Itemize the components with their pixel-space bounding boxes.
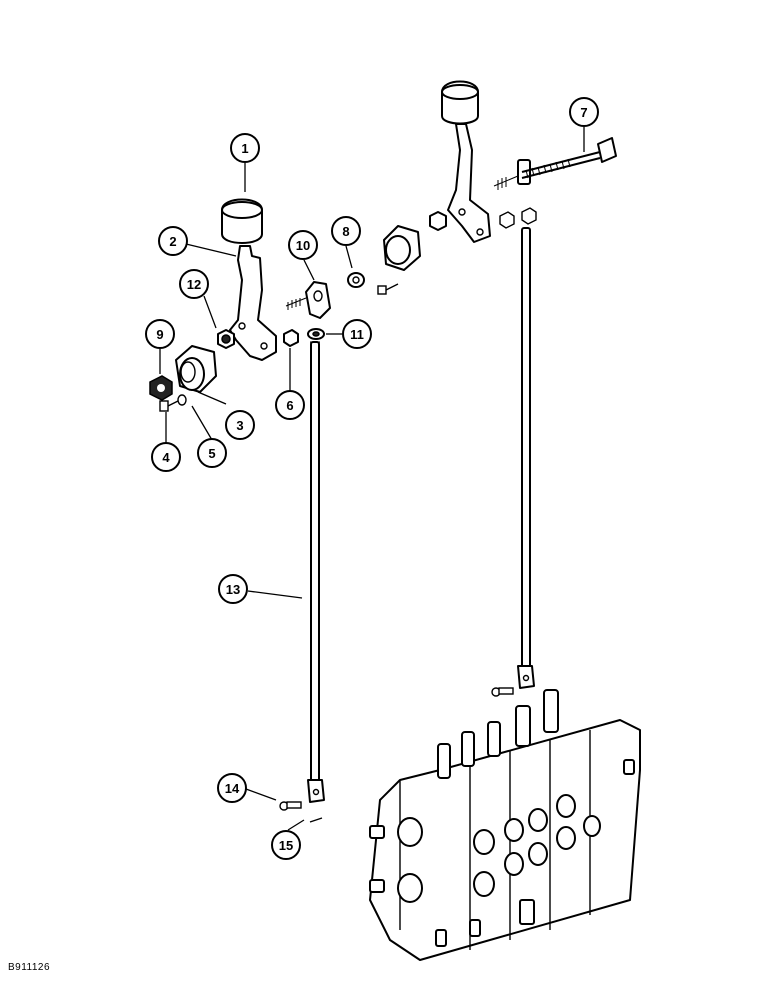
callout-12: 12 bbox=[179, 269, 209, 299]
svg-text:10: 10 bbox=[296, 238, 310, 253]
figure-code: B911126 bbox=[8, 962, 51, 973]
right-control-rod bbox=[517, 227, 535, 689]
svg-text:14: 14 bbox=[225, 781, 240, 796]
callout-10: 10 bbox=[288, 230, 318, 260]
callout-2: 2 bbox=[158, 226, 188, 256]
control-rod bbox=[307, 341, 325, 803]
callout-7: 7 bbox=[569, 97, 599, 127]
svg-text:2: 2 bbox=[169, 234, 176, 249]
right-control-lever bbox=[447, 123, 491, 243]
callout-5: 5 bbox=[197, 438, 227, 468]
callout-4: 4 bbox=[151, 442, 181, 472]
svg-text:15: 15 bbox=[279, 838, 293, 853]
right-lever-knob bbox=[441, 80, 479, 125]
svg-text:5: 5 bbox=[208, 446, 215, 461]
right-pivot-bracket bbox=[383, 225, 421, 271]
callout-1: 1 bbox=[230, 133, 260, 163]
pivot-bracket bbox=[175, 345, 217, 393]
svg-text:7: 7 bbox=[580, 105, 587, 120]
rod-jam-nut bbox=[307, 328, 325, 340]
swivel-block bbox=[285, 281, 331, 319]
clevis-pin bbox=[279, 801, 302, 811]
lever-knob bbox=[221, 198, 263, 244]
svg-text:12: 12 bbox=[187, 277, 201, 292]
svg-text:8: 8 bbox=[342, 224, 349, 239]
right-clevis-pin bbox=[491, 687, 514, 697]
svg-text:6: 6 bbox=[286, 398, 293, 413]
flat-washer bbox=[347, 272, 365, 288]
callout-8: 8 bbox=[331, 216, 361, 246]
callout-14: 14 bbox=[217, 773, 247, 803]
callout-15: 15 bbox=[271, 830, 301, 860]
right-lever-nut bbox=[429, 211, 447, 231]
control-lever bbox=[229, 245, 277, 361]
right-bracket-bolt bbox=[377, 283, 399, 295]
svg-text:3: 3 bbox=[236, 418, 243, 433]
callout-6: 6 bbox=[275, 390, 305, 420]
long-bolt bbox=[521, 137, 617, 179]
callout-3: 3 bbox=[225, 410, 255, 440]
svg-text:11: 11 bbox=[350, 327, 364, 342]
callout-11: 11 bbox=[342, 319, 372, 349]
bracket-bolt bbox=[159, 394, 187, 412]
svg-text:4: 4 bbox=[162, 450, 170, 465]
small-nut bbox=[283, 329, 299, 347]
callout-9: 9 bbox=[145, 319, 175, 349]
svg-text:1: 1 bbox=[241, 141, 248, 156]
lever-nut bbox=[217, 329, 235, 349]
leader-lines bbox=[159, 127, 585, 831]
cotter-pin bbox=[309, 817, 323, 823]
svg-text:13: 13 bbox=[226, 582, 240, 597]
right-swivel bbox=[493, 159, 537, 229]
svg-text:9: 9 bbox=[156, 327, 163, 342]
bracket-nut bbox=[149, 375, 173, 401]
control-valve-assembly bbox=[369, 689, 641, 961]
callout-13: 13 bbox=[218, 574, 248, 604]
